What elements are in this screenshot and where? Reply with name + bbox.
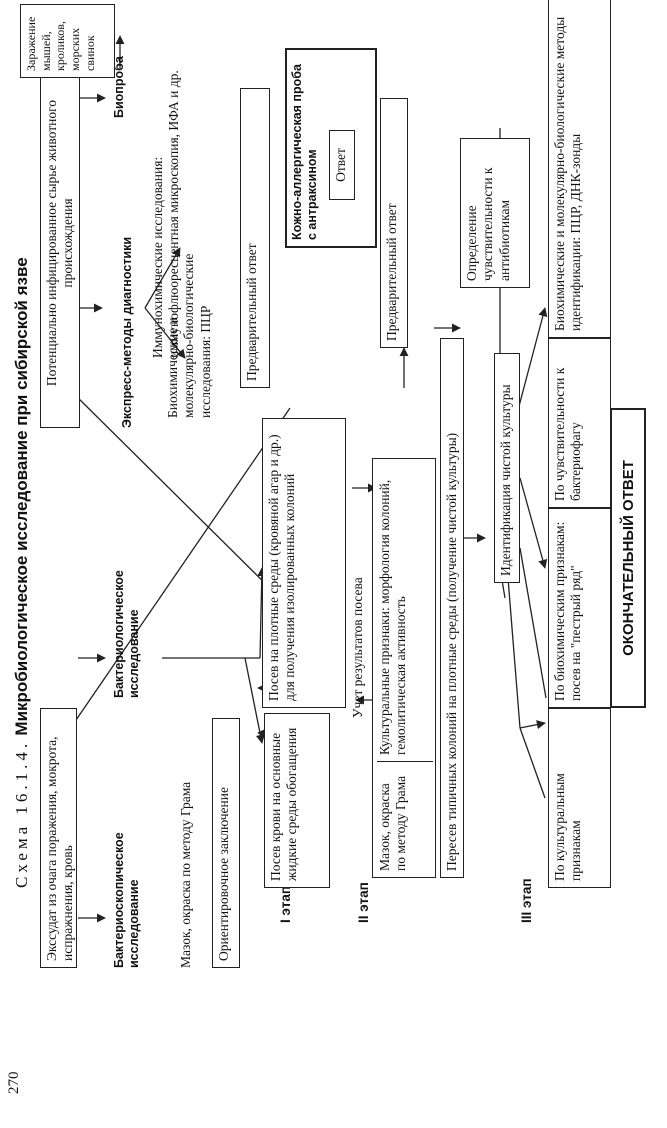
bioassay-detail-box: Заражение мышей, кроликов, морских свино…	[20, 4, 115, 78]
stage2-cultural-signs: Культуральные признаки: морфология колон…	[377, 458, 433, 762]
raw-material-box: Потенциально инфицированное сырье животн…	[40, 58, 80, 428]
antibiotic-sensitivity-box: Определение чувствительности к антибиоти…	[460, 138, 530, 288]
stage1-smear-gram: Мазок, окраска по методу Грама	[178, 781, 193, 968]
by-phage-box: По чувствительности к бактериофагу	[548, 338, 611, 508]
skin-test-title: Кожно-аллергическая проба с антраксином	[290, 64, 320, 240]
by-biochemical-box: По биохимическим признакам: посев на "пе…	[548, 508, 611, 708]
bacteriological-method: Бактериологическое исследование	[112, 570, 142, 698]
stage2-smear-gram: Мазок, окраска по методу Грама	[377, 775, 409, 871]
stage2-account: Учет результатов посева	[350, 577, 365, 718]
immunochem-text: Иммунохимические исследования: иммунофлю…	[150, 70, 182, 358]
skin-test-answer-box: Ответ	[328, 130, 355, 200]
preliminary-answer-box: Предварительный ответ	[240, 88, 270, 388]
tentative-conclusion-box: Ориентировочное заключение	[212, 718, 240, 968]
molecular-methods-box: Биохимические и молекулярно-биологически…	[548, 0, 611, 338]
skin-test-box: Кожно-аллергическая проба с антраксином …	[285, 48, 377, 248]
page-number: 270	[6, 1071, 22, 1095]
stage2-results-box: Мазок, окраска по методу Грама Культурал…	[372, 458, 436, 878]
sample-exudate-box: Экссудат из очага поражения, мокрота, ис…	[40, 708, 77, 968]
scheme-title: Схема 16.1.4. Микробиологическое исследо…	[12, 257, 32, 888]
stage-2-label: II этап	[356, 882, 371, 923]
solid-media-box: Посев на плотные среды (кровяной агар и …	[262, 418, 346, 708]
final-answer-box: ОКОНЧАТЕЛЬНЫЙ ОТВЕТ	[610, 408, 646, 708]
express-methods: Экспресс-методы диагностики	[120, 236, 134, 428]
stage-1-label: I этап	[278, 885, 293, 923]
scheme-heading: Микробиологическое исследование при сиби…	[12, 257, 31, 736]
scheme-label: Схема 16.1.4.	[12, 739, 31, 888]
stage3-methods-row: По культуральным признакам По биохимичес…	[548, 0, 611, 888]
by-cultural-box: По культуральным признакам	[548, 708, 611, 888]
stage2-preliminary-answer-box: Предварительный ответ	[380, 98, 408, 348]
bacterioscopic-method: Бактериоскопическое исследование	[112, 832, 142, 968]
subculture-box: Пересев типичных колоний на плотные сред…	[440, 338, 464, 878]
blood-culture-box: Посев крови на основные жидкие среды обо…	[264, 713, 330, 888]
stage-3-label: III этап	[519, 878, 534, 923]
identification-box: Идентификация чистой культуры	[494, 353, 520, 583]
